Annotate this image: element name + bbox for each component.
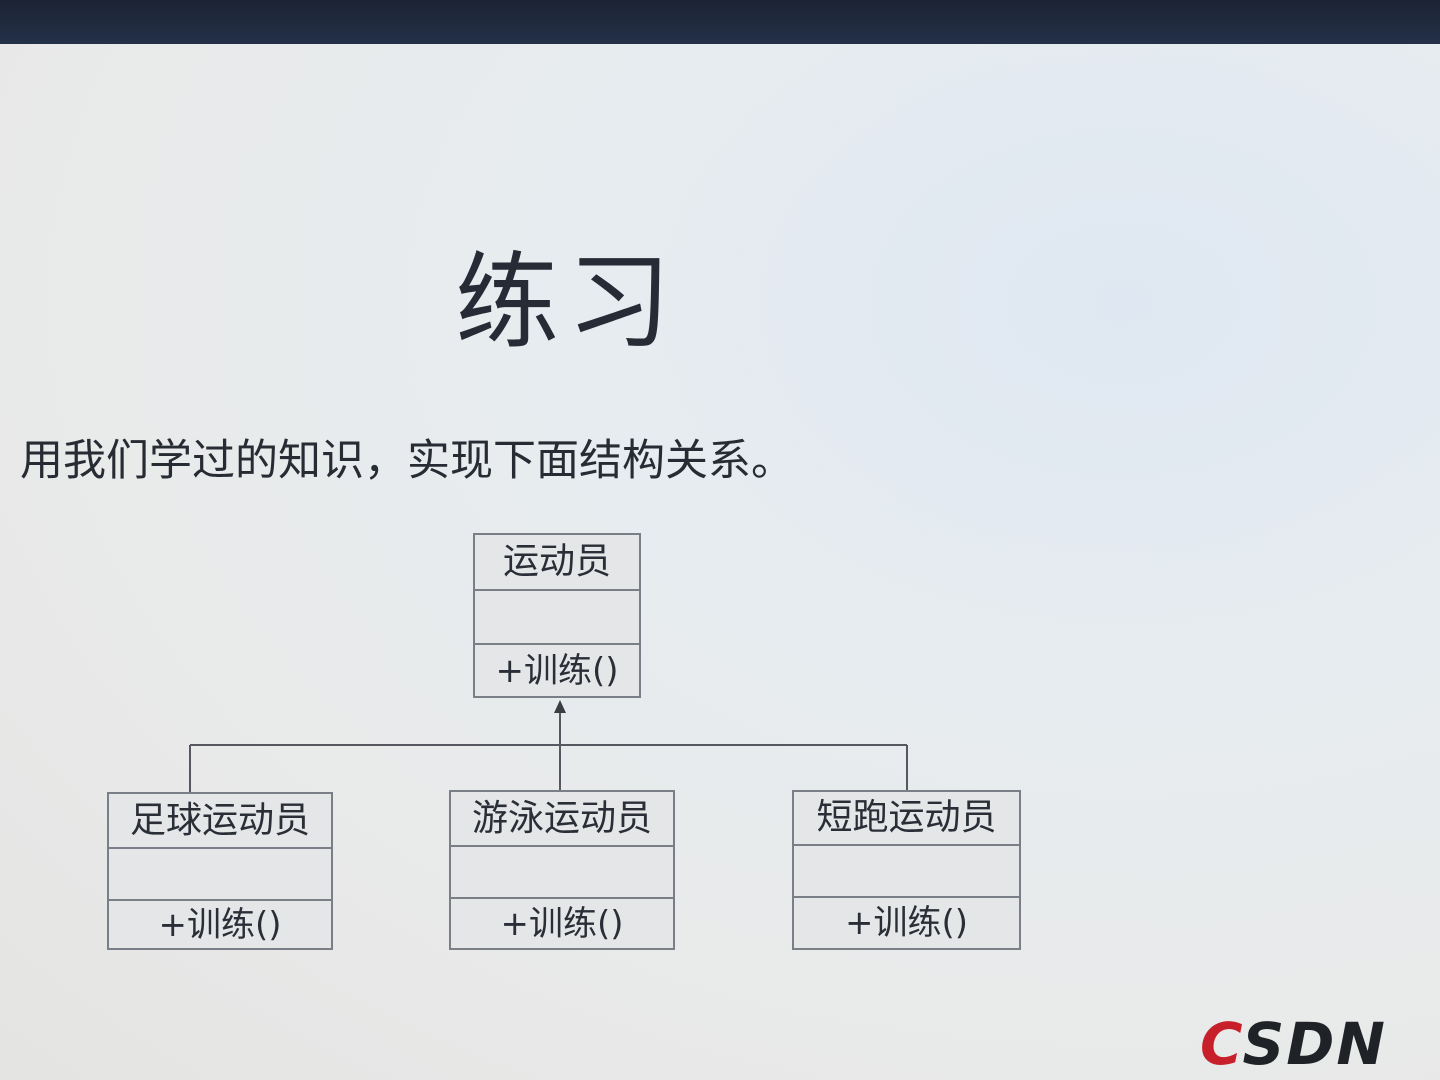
- class-name: 足球运动员: [109, 794, 331, 849]
- class-box-swimmer: 游泳运动员 +训练(): [449, 790, 675, 950]
- class-name: 短跑运动员: [794, 792, 1019, 846]
- class-operations: +训练(): [844, 903, 969, 943]
- class-box-athlete: 运动员 +训练(): [473, 533, 641, 698]
- class-name: 运动员: [475, 535, 639, 591]
- class-attributes: [475, 591, 639, 645]
- class-attributes: [794, 846, 1019, 898]
- logo-letter-c: C: [1200, 1010, 1243, 1078]
- logo-letters-sdn: SDN: [1242, 1010, 1387, 1078]
- class-operations: +训练(): [500, 903, 624, 944]
- class-operations: +训练(): [158, 904, 282, 945]
- slide-title: 练习: [455, 241, 680, 363]
- class-box-football-player: 足球运动员 +训练(): [107, 792, 333, 950]
- class-name: 游泳运动员: [451, 792, 673, 847]
- csdn-logo: CSDN: [1200, 1015, 1387, 1073]
- class-attributes: [451, 847, 673, 899]
- class-box-sprinter: 短跑运动员 +训练(): [792, 790, 1021, 950]
- class-operations: +训练(): [495, 650, 619, 691]
- class-attributes: [109, 849, 331, 901]
- screen-top-bezel: [0, 0, 1440, 44]
- slide-subtitle: 用我们学过的知识，实现下面结构关系。: [20, 436, 794, 486]
